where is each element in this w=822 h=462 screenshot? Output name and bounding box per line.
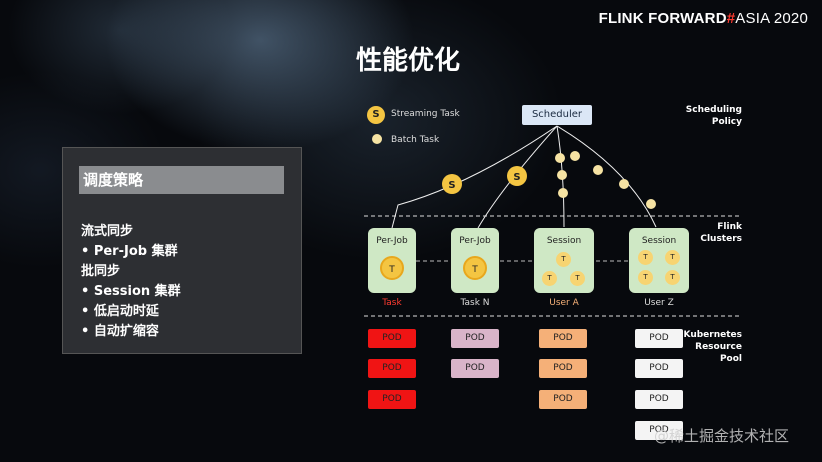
pod-box: POD [368,359,416,378]
task-icon: T [570,271,585,286]
pod-box: POD [539,329,587,348]
edge-to-cluster1 [391,125,558,229]
brand-logo: FLINK FORWARD#ASIA 2020 [599,10,808,27]
watermark: @稀土掘金技术社区 [654,427,790,445]
cluster-title: Session [641,236,677,246]
cluster-per-job-1: Per-Job T [368,228,416,293]
batch-task-dot [558,188,568,198]
task-icon: T [638,270,653,285]
edge-to-cluster4 [556,125,657,228]
batch-task-dot [555,153,565,163]
k8s-pool-label: Kubernetes Resource Pool [683,330,742,364]
pod-box: POD [539,359,587,378]
pod-box: POD [635,390,683,409]
pod-box: POD [635,329,683,348]
task-icon: T [665,270,680,285]
pod-box: POD [451,359,499,378]
panel-heading: 调度策略 [79,166,284,194]
batch-task-dot [646,199,656,209]
cluster-title: Per-Job [459,236,491,246]
stream-task-marker-label: S [513,172,520,183]
task-icon: T [665,250,680,265]
pod-box: POD [368,329,416,348]
brand-part2: ASIA 2020 [735,10,808,27]
cluster-session-z: Session T T T T [629,228,689,293]
task-icon: T [556,252,571,267]
task-icon: T [638,250,653,265]
panel-line: 流式同步 [81,224,134,239]
scheduling-policy-label: Scheduling Policy [685,105,742,127]
streaming-task-legend-icon: S [367,106,385,124]
batch-task-legend-icon [372,134,382,144]
panel-line: 批同步 [81,264,121,279]
cluster-title: Session [546,236,582,246]
batch-task-dot [619,179,629,189]
cluster-label-user-z: User Z [644,298,674,308]
brand-hash: # [726,10,736,27]
cluster-title: Per-Job [376,236,408,246]
panel-line: • 自动扩缩容 [81,324,159,339]
streaming-task-legend-label: Streaming Task [391,109,460,119]
batch-task-dot [593,165,603,175]
pod-box: POD [539,390,587,409]
pod-box: POD [635,359,683,378]
pod-box: POD [368,390,416,409]
batch-task-legend-label: Batch Task [391,135,440,145]
cluster-label-user-a: User A [549,298,579,308]
cluster-label-task-n: Task N [460,298,490,308]
cluster-label-task: Task [382,298,402,308]
cluster-per-job-2: Per-Job T [451,228,499,293]
batch-task-dot [570,151,580,161]
task-icon: T [463,256,487,280]
pod-box: POD [635,421,683,440]
cluster-session-a: Session T T T [534,228,594,293]
stream-task-marker [507,166,527,186]
scheduler-box: Scheduler [522,105,592,125]
panel-line: • 低启动时延 [81,304,159,319]
brand-part1: FLINK FORWARD [598,10,727,27]
pod-box: POD [451,329,499,348]
batch-task-dot [557,170,567,180]
slide-title: 性能优化 [356,46,461,76]
stream-task-marker [442,174,462,194]
edge-to-cluster2 [477,125,558,229]
stream-task-marker-label: S [448,180,455,191]
strategy-panel: 调度策略 流式同步 • Per-Job 集群 批同步 • Session 集群 … [62,147,302,354]
task-icon: T [542,271,557,286]
task-icon: T [380,256,404,280]
panel-line: • Session 集群 [81,284,181,299]
flink-clusters-label: Flink Clusters [700,222,742,244]
panel-line: • Per-Job 集群 [81,244,178,259]
